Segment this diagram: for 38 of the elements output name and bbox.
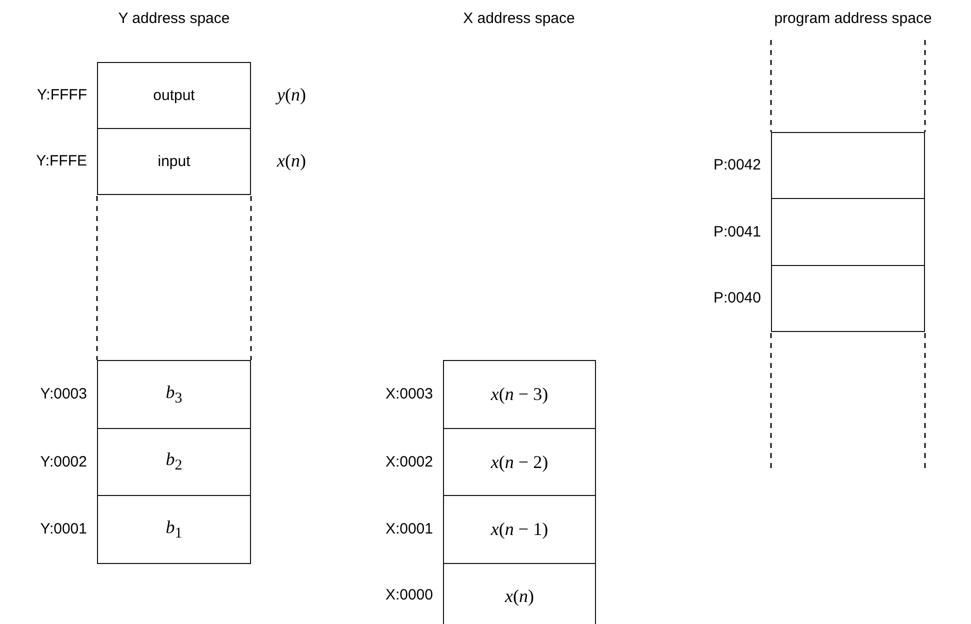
cell-content: output bbox=[153, 87, 195, 104]
memory-address: P:0041 bbox=[713, 223, 761, 240]
cell-content: x(n) bbox=[505, 586, 534, 606]
signal-label: x(n) bbox=[277, 150, 306, 172]
address-space-heading: program address space bbox=[774, 10, 932, 27]
memory-address: X:0002 bbox=[385, 453, 433, 470]
memory-cell bbox=[443, 563, 596, 624]
memory-address: P:0042 bbox=[713, 156, 761, 174]
memory-address: Y:0001 bbox=[40, 520, 87, 538]
memory-address: Y:FFFE bbox=[36, 152, 87, 170]
memory-address: X:0001 bbox=[385, 520, 433, 538]
empty-memory-cell bbox=[771, 265, 925, 332]
address-space-heading: X address space bbox=[463, 10, 575, 27]
signal-label: y(n) bbox=[277, 84, 306, 106]
memory-address: Y:0003 bbox=[40, 386, 87, 402]
memory-address: X:0000 bbox=[385, 586, 433, 604]
memory-address: Y:0002 bbox=[40, 453, 87, 470]
cell-content: input bbox=[158, 153, 190, 170]
cell-content: b$_{1}$ bbox=[166, 516, 182, 542]
address-space-heading: Y address space bbox=[118, 10, 230, 27]
memory-cell bbox=[443, 360, 596, 429]
cell-content: x(n − 1) bbox=[490, 519, 548, 540]
memory-cell bbox=[97, 428, 251, 496]
empty-memory-cell bbox=[771, 198, 925, 266]
memory-address: X:0003 bbox=[385, 386, 433, 402]
memory-address: Y:FFFF bbox=[37, 86, 87, 104]
memory-cell bbox=[97, 495, 251, 564]
memory-cell bbox=[97, 62, 251, 129]
cell-content: b$_{3}$ bbox=[166, 382, 182, 408]
memory-cell bbox=[443, 428, 596, 496]
memory-cell bbox=[97, 128, 251, 195]
memory-cell bbox=[443, 495, 596, 564]
cell-content: x(n − 2) bbox=[490, 452, 548, 472]
cell-content: b$_{2}$ bbox=[166, 449, 182, 475]
memory-cell bbox=[97, 360, 251, 429]
cell-content: x(n − 3) bbox=[490, 384, 548, 405]
empty-memory-cell bbox=[771, 132, 925, 199]
memory-address: P:0040 bbox=[713, 290, 761, 306]
